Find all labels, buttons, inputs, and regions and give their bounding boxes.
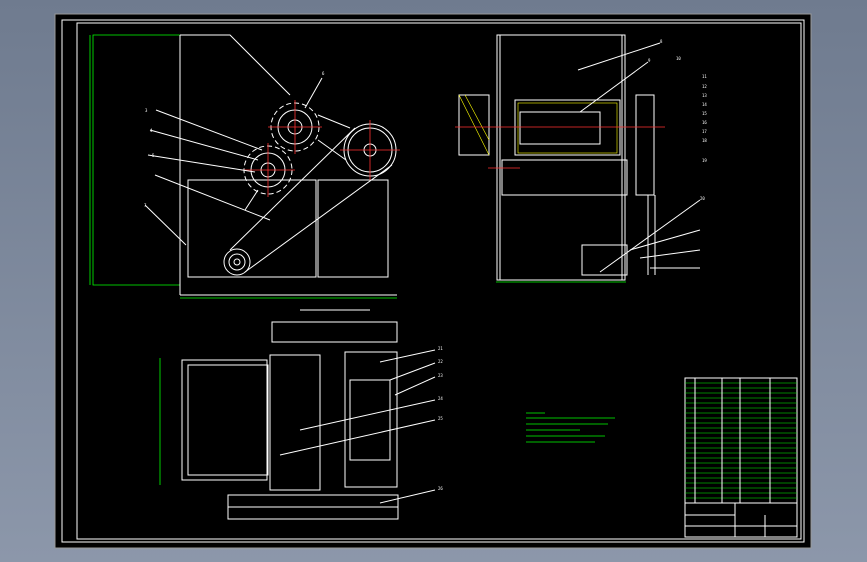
callout-number: 14 <box>702 102 707 107</box>
callout-number: 24 <box>438 396 443 401</box>
callout-number: 19 <box>702 158 707 163</box>
drawing-frame <box>76 22 802 540</box>
motor-pulley-icon <box>223 248 251 276</box>
pulley-icon <box>340 120 400 180</box>
callout-number: 12 <box>702 84 707 89</box>
section-view <box>455 34 701 283</box>
gear-upper-icon <box>268 100 322 154</box>
technical-notes <box>526 412 615 443</box>
top-view <box>159 309 436 520</box>
callout-number: 8 <box>660 39 663 44</box>
callout-number: 21 <box>438 346 443 351</box>
callout-number: 10 <box>676 56 681 61</box>
callout-number: 7 <box>144 203 147 208</box>
callout-number: 3 <box>145 108 148 113</box>
callout-number: 9 <box>648 58 651 63</box>
callout-number: 15 <box>702 111 707 116</box>
callout-number: 4 <box>150 128 153 133</box>
callout-number: 17 <box>702 129 707 134</box>
callout-labels: 3 4 5 6 7 8 9 10 11 12 13 14 15 16 17 18 19 20 21 22 23 24 25 2… <box>144 39 707 491</box>
title-block <box>684 502 798 538</box>
callout-number: 6 <box>322 71 325 76</box>
callout-number: 5 <box>152 153 155 158</box>
drawing-border <box>61 19 805 543</box>
callout-number: 13 <box>702 93 707 98</box>
callout-number: 20 <box>700 196 705 201</box>
callout-number: 16 <box>702 120 707 125</box>
callout-number: 26 <box>438 486 443 491</box>
front-view <box>89 34 400 299</box>
callout-number: 18 <box>702 138 707 143</box>
callout-number: 23 <box>438 373 443 378</box>
callout-number: 11 <box>702 74 707 79</box>
callout-number: 22 <box>438 359 443 364</box>
callout-number: 25 <box>438 416 443 421</box>
